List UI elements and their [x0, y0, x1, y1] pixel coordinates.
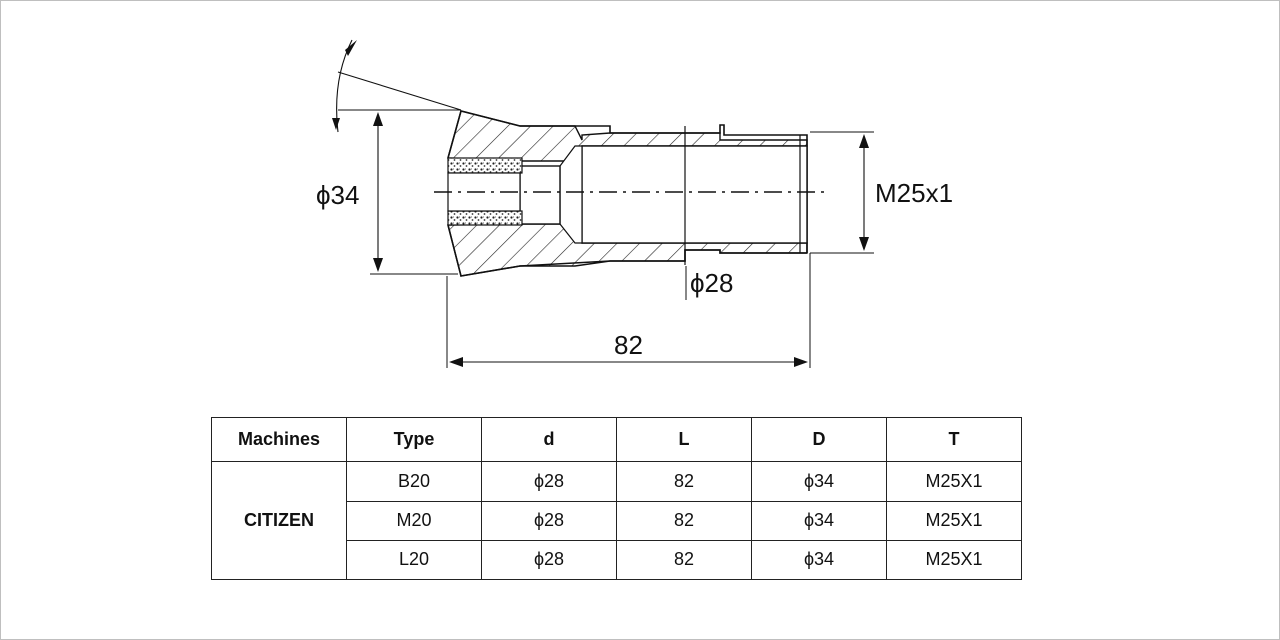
- header-machines: Machines: [211, 416, 347, 463]
- collet-throat: [519, 165, 561, 225]
- dim-thread-label: M25x1: [875, 178, 953, 208]
- type-cell: B20: [346, 461, 482, 502]
- t-cell: M25X1: [886, 500, 1022, 541]
- l-cell: 82: [616, 539, 752, 581]
- d-cell: ϕ28: [481, 539, 617, 581]
- grip-insert-top: [447, 157, 523, 174]
- dim-outer-diameter-label: ϕ34: [316, 180, 359, 210]
- grip-insert-bottom: [447, 210, 523, 226]
- d-cell: ϕ28: [481, 461, 617, 502]
- d-cell: ϕ28: [481, 500, 617, 541]
- table-header-row: Machines Type d L D T: [211, 416, 1022, 463]
- table-row: M20 ϕ28 82 ϕ34 M25X1: [212, 500, 1022, 541]
- type-cell: L20: [346, 539, 482, 581]
- machine-cell: CITIZEN: [211, 461, 347, 580]
- collet-technical-drawing: ϕ34 M25x1 ϕ28 82: [316, 39, 953, 368]
- header-bigd: D: [751, 416, 887, 463]
- table-row: CITIZEN B20 ϕ28 82 ϕ34 M25X1: [211, 461, 1022, 580]
- table-row: L20 ϕ28 82 ϕ34 M25X1: [212, 539, 1022, 581]
- header-t: T: [886, 416, 1022, 463]
- header-type: Type: [346, 416, 482, 463]
- type-cell: M20: [346, 500, 482, 541]
- collet-outline-top: [447, 110, 808, 253]
- dim-length-label: 82: [614, 330, 643, 360]
- dim-bore-label: ϕ28: [690, 268, 733, 298]
- collet-top-wall: [447, 110, 808, 162]
- bigd-cell: ϕ34: [751, 500, 887, 541]
- bigd-cell: ϕ34: [751, 461, 887, 502]
- l-cell: 82: [616, 461, 752, 502]
- header-d: d: [481, 416, 617, 463]
- t-cell: M25X1: [886, 539, 1022, 581]
- bigd-cell: ϕ34: [751, 539, 887, 581]
- collet-bore: [581, 145, 808, 244]
- header-l: L: [616, 416, 752, 463]
- l-cell: 82: [616, 500, 752, 541]
- t-cell: M25X1: [886, 461, 1022, 502]
- spec-table: Machines Type d L D T CITIZEN B20 ϕ28 82…: [211, 416, 1022, 581]
